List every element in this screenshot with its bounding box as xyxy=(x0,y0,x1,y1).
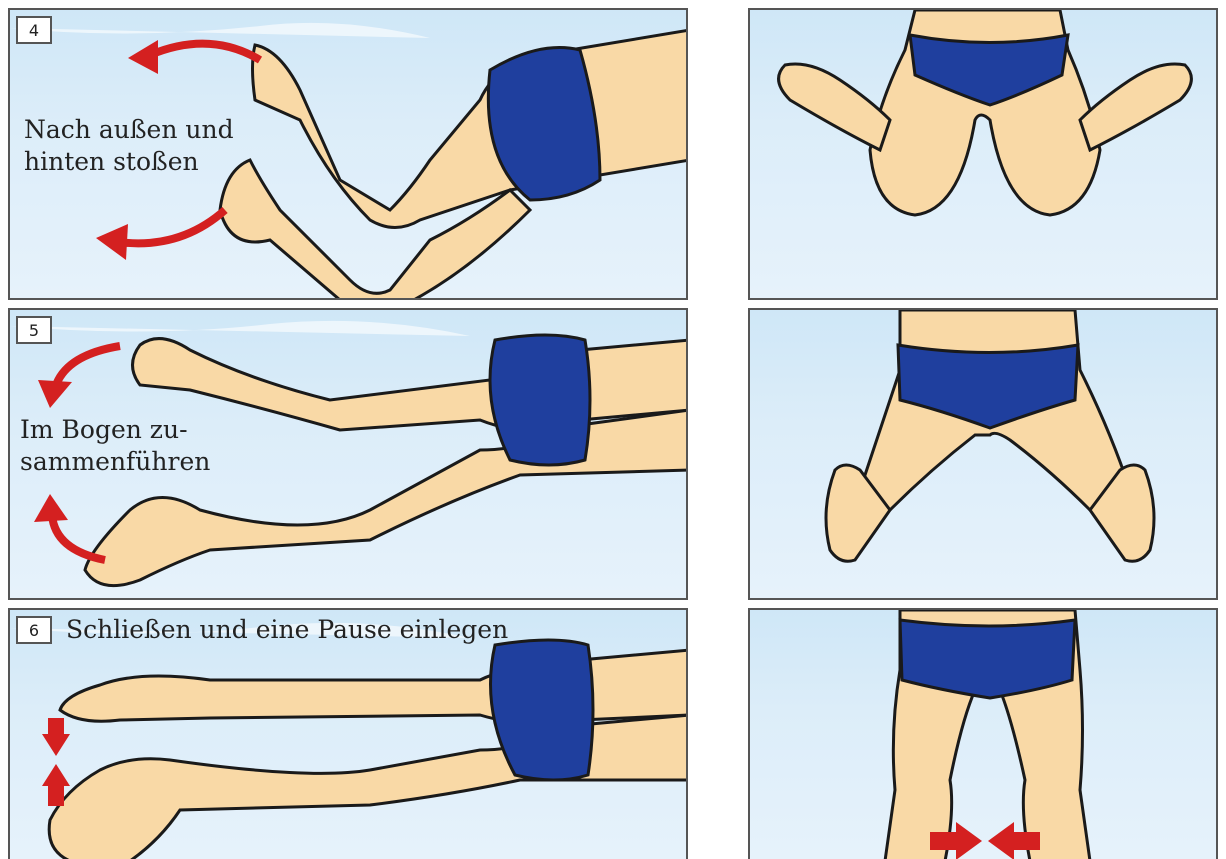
step-6-rear-view xyxy=(748,608,1218,859)
step-5-side-view: 5 Im Bogen zu- sammenführen xyxy=(8,308,688,600)
rear-view-illustration xyxy=(750,310,1218,600)
rear-view-illustration xyxy=(750,610,1218,859)
arrow-icon xyxy=(128,40,158,74)
step-4-rear-view xyxy=(748,8,1218,300)
step-caption: Im Bogen zu- sammenführen xyxy=(20,414,210,478)
arrow-left-icon xyxy=(988,822,1014,859)
step-number-badge: 4 xyxy=(16,16,52,44)
rear-view-illustration xyxy=(750,10,1218,300)
step-4-side-view: 4 Nach außen und hinten stoßen xyxy=(8,8,688,300)
caption-line: Schließen und eine Pause einlegen xyxy=(66,614,508,646)
arrow-right-icon xyxy=(956,822,982,859)
arrow-down-icon xyxy=(42,734,70,756)
caption-line: sammenführen xyxy=(20,446,210,478)
step-number-badge: 5 xyxy=(16,316,52,344)
caption-line: Nach außen und xyxy=(24,114,234,146)
arrow-icon xyxy=(96,224,128,260)
step-caption: Schließen und eine Pause einlegen xyxy=(66,614,508,646)
caption-line: hinten stoßen xyxy=(24,146,234,178)
step-caption: Nach außen und hinten stoßen xyxy=(24,114,234,178)
arrow-icon xyxy=(34,494,68,522)
step-5-rear-view xyxy=(748,308,1218,600)
side-view-illustration xyxy=(10,610,688,859)
step-6-side-view: 6 Schließen und eine Pause einlegen xyxy=(8,608,688,859)
arrow-up-icon xyxy=(42,764,70,786)
arrow-icon xyxy=(38,380,72,408)
step-number-badge: 6 xyxy=(16,616,52,644)
caption-line: Im Bogen zu- xyxy=(20,414,210,446)
